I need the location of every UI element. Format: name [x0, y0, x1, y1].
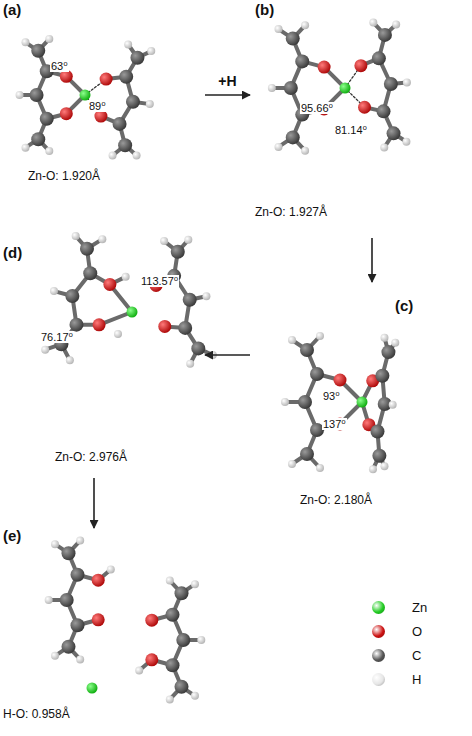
reaction-step-panel: (e) H-O: 0.958Å [0, 528, 260, 736]
reaction-step-panel: (b) 95.66⁰81.14⁰ Zn-O: 1.927Å [250, 0, 472, 238]
panel-label: (a) [3, 2, 21, 19]
bond-length: Zn-O: 2.976Å [55, 451, 127, 464]
panel-label: (d) [3, 245, 22, 262]
panel-label: (e) [3, 528, 21, 545]
reaction-step-panel: (d) 113.57⁰ 76.17⁰ Zn-O: 2.976Å [0, 245, 205, 478]
molecule [281, 332, 399, 473]
molecule [16, 35, 156, 160]
reaction-arrow [205, 94, 250, 96]
panel-label: (b) [255, 2, 274, 19]
panel-label: (c) [395, 298, 413, 315]
reaction-arrow [205, 354, 250, 356]
bond-angle: 113.57⁰ [140, 275, 179, 287]
atom-swatch [372, 673, 385, 686]
reaction-step-panel: (a) 63⁰ 89⁰ Zn-O: 1.920Å [0, 0, 205, 225]
bond-angle: 93⁰ [322, 390, 341, 402]
legend-text: C [412, 648, 421, 664]
edge-label: +H [218, 73, 236, 89]
molecule [45, 537, 206, 704]
atom-swatch [372, 601, 385, 614]
reaction-arrow [93, 478, 95, 528]
molecule [41, 232, 217, 368]
bond-angle: 95.66⁰ [300, 102, 334, 114]
bond-angle: 63⁰ [50, 60, 69, 72]
atom-swatch [372, 649, 385, 662]
legend-text: Zn [412, 600, 427, 616]
legend-text: O [412, 624, 422, 640]
legend-row: O [372, 624, 462, 640]
atom-swatch [372, 625, 385, 638]
bond-length: Zn-O: 1.920Å [28, 170, 100, 183]
bond-length: Zn-O: 1.927Å [255, 206, 327, 219]
legend-row: Zn [372, 600, 462, 616]
bond-angle: 81.14⁰ [334, 124, 368, 136]
bond-angle: 89⁰ [88, 100, 107, 112]
legend-row: H [372, 672, 462, 688]
bond-length: H-O: 0.958Å [3, 708, 70, 721]
bond-angle: 76.17⁰ [40, 331, 74, 343]
legend-row: C [372, 648, 462, 664]
bond-angle: 137⁰ [322, 418, 347, 430]
legend-text: H [412, 672, 421, 688]
reaction-step-panel: (c) 93⁰ 137⁰ Zn-O: 2.180Å [250, 282, 472, 525]
bond-length: Zn-O: 2.180Å [300, 494, 372, 507]
molecule [268, 19, 411, 155]
reaction-arrow [371, 238, 373, 282]
